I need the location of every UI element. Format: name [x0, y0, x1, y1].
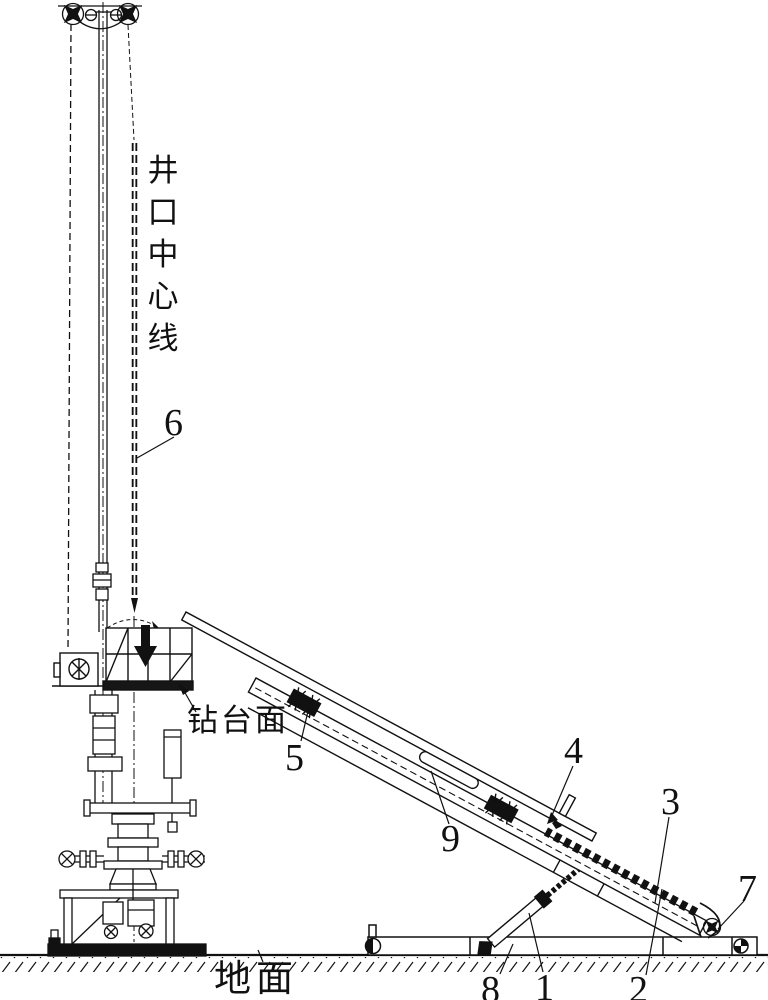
rotation-arc	[106, 619, 160, 629]
leader-8	[499, 943, 514, 975]
spool-block	[92, 715, 116, 755]
part-label-6: 6	[164, 402, 183, 444]
base-right-roller	[733, 938, 749, 954]
ground-hatching	[0, 957, 768, 972]
part-label-9: 9	[441, 818, 460, 860]
table-leg	[63, 897, 73, 947]
table-leg	[165, 897, 175, 947]
part-label-2: 2	[629, 969, 648, 1000]
bop-stack	[103, 813, 163, 870]
beam-hidden-rail	[254, 687, 701, 928]
leader-lines	[136, 436, 745, 976]
leader-3	[654, 816, 670, 904]
rig-foot-pad	[48, 937, 61, 945]
ground-tick	[257, 949, 264, 963]
ramp-base-frame	[364, 924, 758, 956]
plank-body	[180, 611, 598, 842]
beam-rack-teeth	[543, 827, 702, 918]
leader-7	[717, 900, 745, 930]
railing-brace	[105, 627, 129, 683]
leader-drill-floor	[183, 690, 197, 713]
leader-drill-floor-arrow	[178, 683, 189, 695]
part-label-1: 1	[535, 967, 554, 1000]
rig-base-plate	[47, 943, 207, 957]
platform	[52, 625, 194, 691]
beam-strut	[552, 859, 561, 873]
spreader-bar	[87, 802, 193, 814]
rotation-arc-arrow	[152, 621, 159, 629]
mast	[58, 2, 160, 806]
spreader-end	[189, 799, 197, 817]
crown-sheave-left	[61, 2, 85, 26]
crown-sheave-right	[116, 2, 140, 26]
crown-sheave-left-star	[63, 4, 83, 24]
ground-label: 地面	[214, 959, 298, 1000]
crown-cable	[72, 15, 129, 30]
base-left-jack	[364, 924, 382, 955]
beam-body	[247, 677, 708, 936]
leader-1	[528, 912, 544, 973]
wellhead-centerline-label: 井口中心线	[147, 153, 179, 356]
leader-5	[300, 706, 310, 742]
winch-box	[53, 652, 99, 687]
part-label-8: 8	[481, 969, 500, 1000]
ramp-beam	[247, 677, 708, 943]
leader-2	[645, 888, 663, 976]
cylinder-gland	[533, 889, 553, 909]
accumulator-cylinder	[163, 729, 182, 833]
leader-4-arrow	[547, 812, 558, 824]
pipe-clamp-1	[286, 687, 322, 719]
plank-stop-post	[558, 793, 577, 818]
drill-floor-label: 钻台面	[187, 703, 289, 738]
column-coupling	[92, 562, 112, 601]
part-label-7: 7	[738, 868, 757, 910]
ramp-end-curve	[699, 902, 721, 939]
ramp-end-inner	[693, 915, 702, 938]
swivel-block	[89, 694, 119, 714]
slide-plank	[180, 611, 598, 842]
end-sheave-star	[705, 920, 719, 934]
spreader-end	[83, 799, 91, 817]
crown-to-string-line	[127, 24, 135, 141]
guy-line	[67, 23, 72, 652]
part-label-3: 3	[661, 781, 680, 823]
side-valves	[58, 850, 205, 868]
feed-direction-arrow	[134, 625, 157, 667]
cylinder-foot-pin	[477, 941, 493, 955]
leader-4	[549, 765, 574, 821]
beam-strut	[596, 883, 605, 897]
part-label-5: 5	[285, 737, 304, 779]
crown-block	[61, 2, 140, 30]
part-label-4: 4	[564, 730, 583, 772]
leader-6	[136, 436, 175, 459]
pipe-string-tip	[131, 598, 138, 613]
substructure	[47, 690, 207, 957]
base-frame-body	[367, 936, 758, 956]
plank-pin	[552, 820, 562, 829]
leader-9	[430, 770, 450, 825]
wellhead-valves	[102, 869, 155, 940]
lower-block	[87, 756, 123, 772]
railing-brace	[169, 653, 193, 683]
beam-lower-chord	[247, 707, 683, 943]
pipe-clamp-2	[483, 793, 519, 825]
